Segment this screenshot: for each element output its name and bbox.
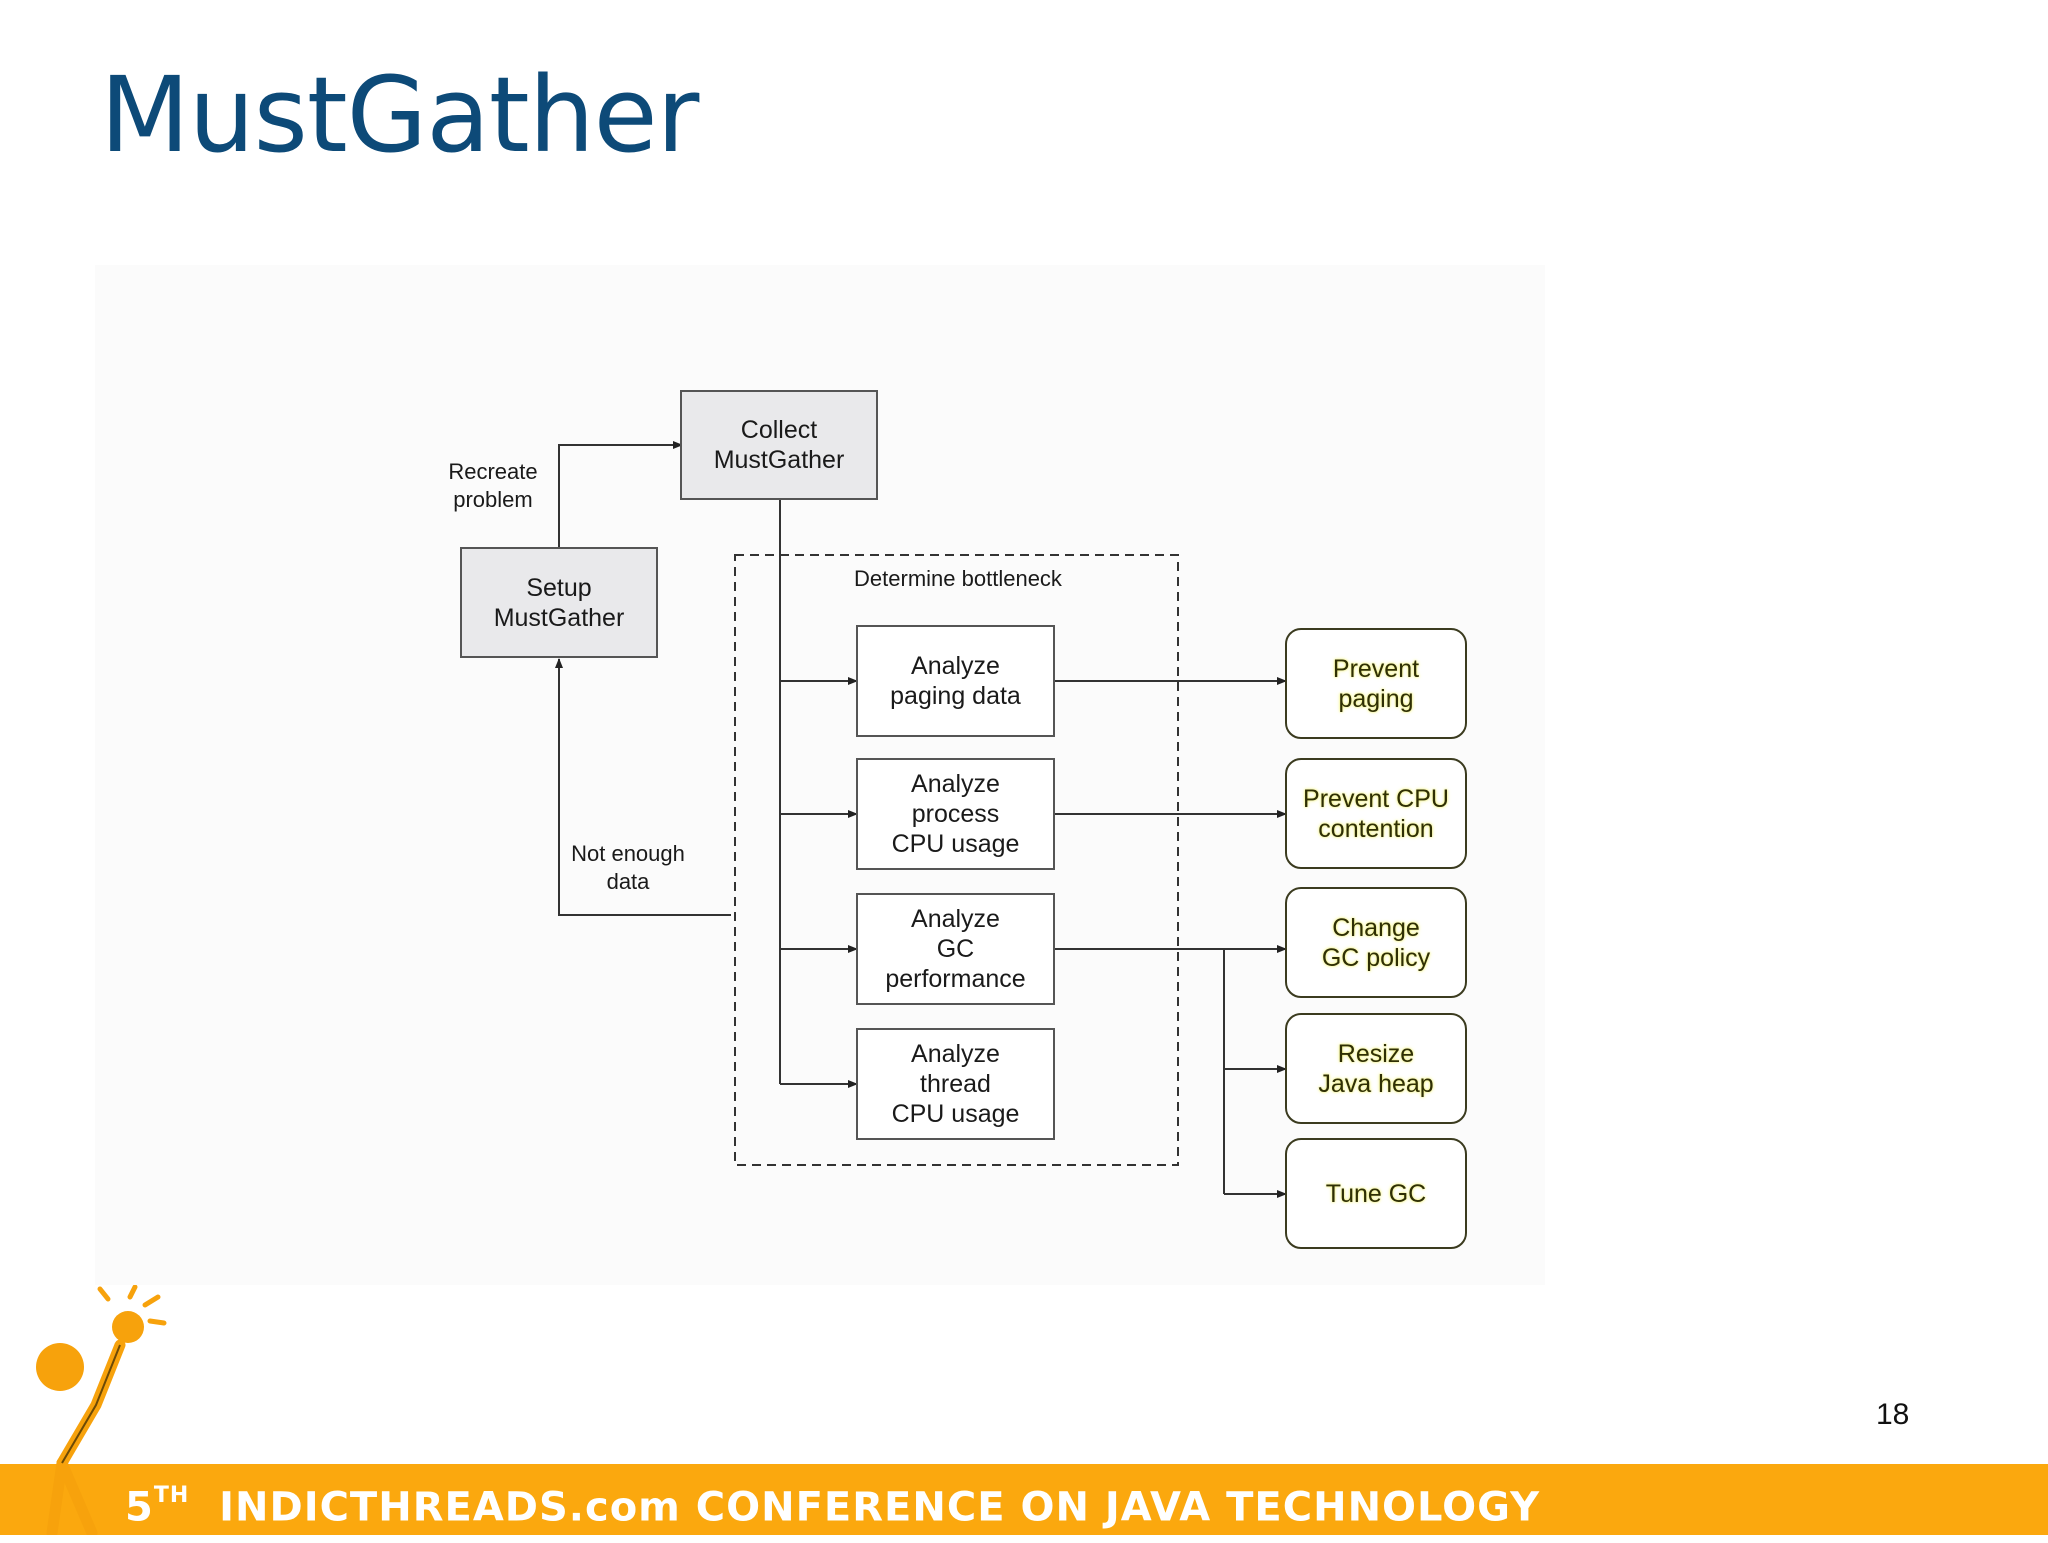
conference-mascot-icon [36, 1285, 167, 1535]
arrow-recreate-problem [558, 441, 683, 547]
tune-gc-box: Tune GC [1285, 1138, 1467, 1249]
arrow-not-enough-data [555, 658, 731, 916]
analyze-thread-cpu-box: Analyze thread CPU usage [856, 1028, 1055, 1140]
analyze-gc-box: Analyze GC performance [856, 893, 1055, 1005]
analyze-process-cpu-box: Analyze process CPU usage [856, 758, 1055, 870]
recreate-problem-label: Recreate problem [448, 459, 538, 512]
determine-bottleneck-label: Determine bottleneck [854, 566, 1062, 591]
bottleneck-group [734, 554, 1179, 1166]
resize-heap-box: Resize Java heap [1285, 1013, 1467, 1124]
prevent-paging-box: Prevent paging [1285, 628, 1467, 739]
slide-title: MustGather [100, 54, 699, 176]
flow-connectors [555, 441, 1287, 1198]
page-number: 18 [1876, 1398, 1910, 1431]
change-gc-policy-box: Change GC policy [1285, 887, 1467, 998]
prevent-cpu-box: Prevent CPU contention [1285, 758, 1467, 869]
footer-edition: 5 [125, 1484, 154, 1531]
footer-conference-text: 5TH INDICTHREADS.com CONFERENCE ON JAVA … [125, 1464, 1540, 1535]
collect-mustgather-box: Collect MustGather [680, 390, 878, 500]
footer-edition-suffix: TH [153, 1483, 190, 1508]
analyze-paging-box: Analyze paging data [856, 625, 1055, 737]
footer-bar [0, 1464, 2048, 1535]
footer-conference-name: INDICTHREADS.com CONFERENCE ON JAVA TECH… [219, 1484, 1541, 1531]
setup-mustgather-box: Setup MustGather [460, 547, 658, 658]
not-enough-data-label: Not enough data [571, 841, 685, 894]
